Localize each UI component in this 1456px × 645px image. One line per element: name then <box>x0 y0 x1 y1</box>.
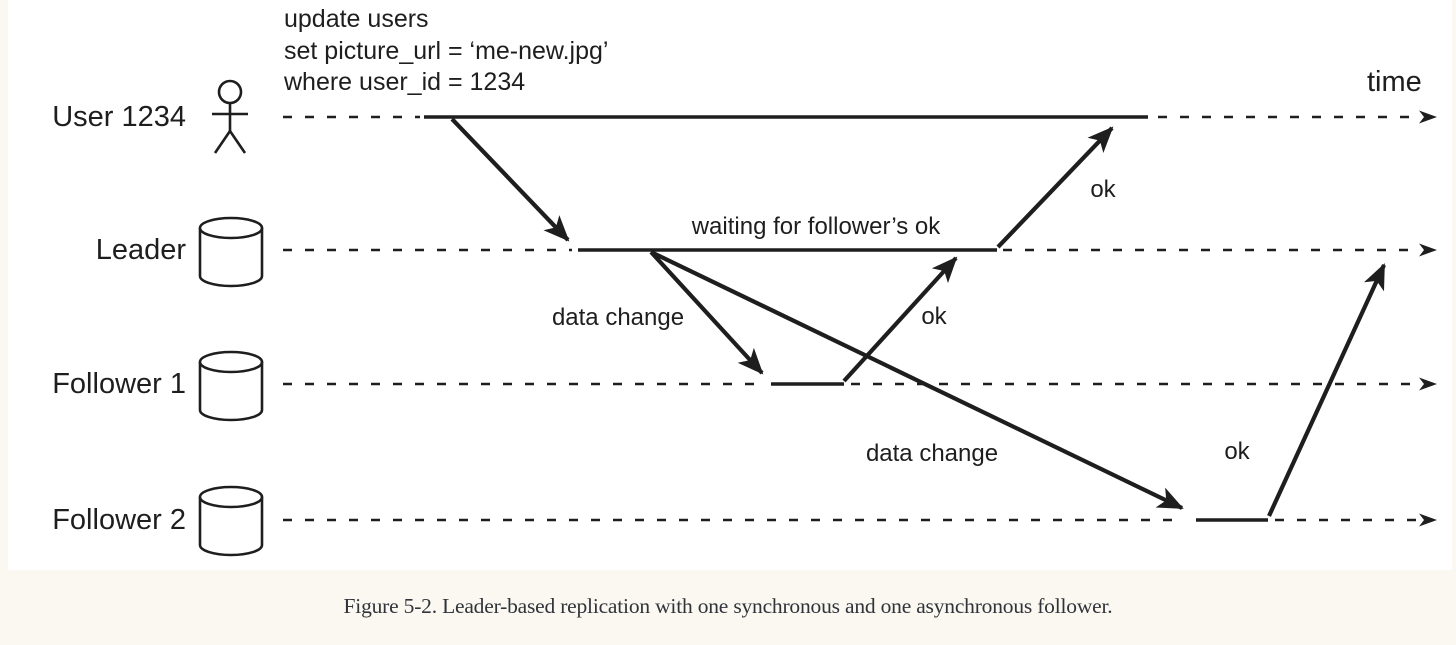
timeline-arrow-icon <box>1419 110 1437 124</box>
sql-query-line: set picture_url = ‘me-new.jpg’ <box>284 36 609 65</box>
sql-query-line: update users <box>284 5 429 33</box>
arrow-ok-follower1-to-leader <box>842 256 958 383</box>
arrow-ok-follower2-to-leader <box>1267 263 1386 517</box>
timeline-arrow-icon <box>1419 513 1437 527</box>
database-icon-follower1 <box>198 350 264 422</box>
arrow-data-change-leader-to-follower2 <box>650 250 1184 510</box>
figure-caption: Figure 5-2. Leader-based replication wit… <box>343 594 1113 618</box>
database-icon-leader <box>198 216 264 288</box>
actor-label-leader: Leader <box>95 234 186 266</box>
actor-label-user: User 1234 <box>52 101 186 133</box>
actor-label-follower1: Follower 1 <box>52 368 186 400</box>
time-axis-label: time <box>1367 66 1422 98</box>
follower1-timeline <box>283 377 1437 391</box>
sql-query: update users set picture_url = ‘me-new.j… <box>284 4 608 99</box>
timeline-arrow-icon <box>1419 377 1437 391</box>
leader-timeline <box>283 243 1437 257</box>
waiting-status-label: waiting for follower’s ok <box>691 213 941 240</box>
person-icon <box>212 79 248 154</box>
actor-label-follower2: Follower 2 <box>52 504 186 536</box>
arrow-ok-leader-to-user <box>996 126 1114 249</box>
sql-query-line: where user_id = 1234 <box>284 68 526 96</box>
ok-label-follower1: ok <box>921 303 947 330</box>
data-change-label-follower2: data change <box>865 440 999 467</box>
database-icon-follower2 <box>198 485 264 557</box>
replication-timeline-graphic <box>198 79 1437 557</box>
timeline-arrow-icon <box>1419 243 1437 257</box>
arrow-data-change-leader-to-follower1 <box>649 250 764 375</box>
user-timeline <box>283 110 1437 124</box>
ok-label-follower2: ok <box>1224 438 1250 465</box>
follower2-timeline <box>283 513 1437 527</box>
arrow-update-user-to-leader <box>450 117 570 242</box>
ok-label-user: ok <box>1090 176 1116 203</box>
data-change-label-follower1: data change <box>551 304 685 331</box>
